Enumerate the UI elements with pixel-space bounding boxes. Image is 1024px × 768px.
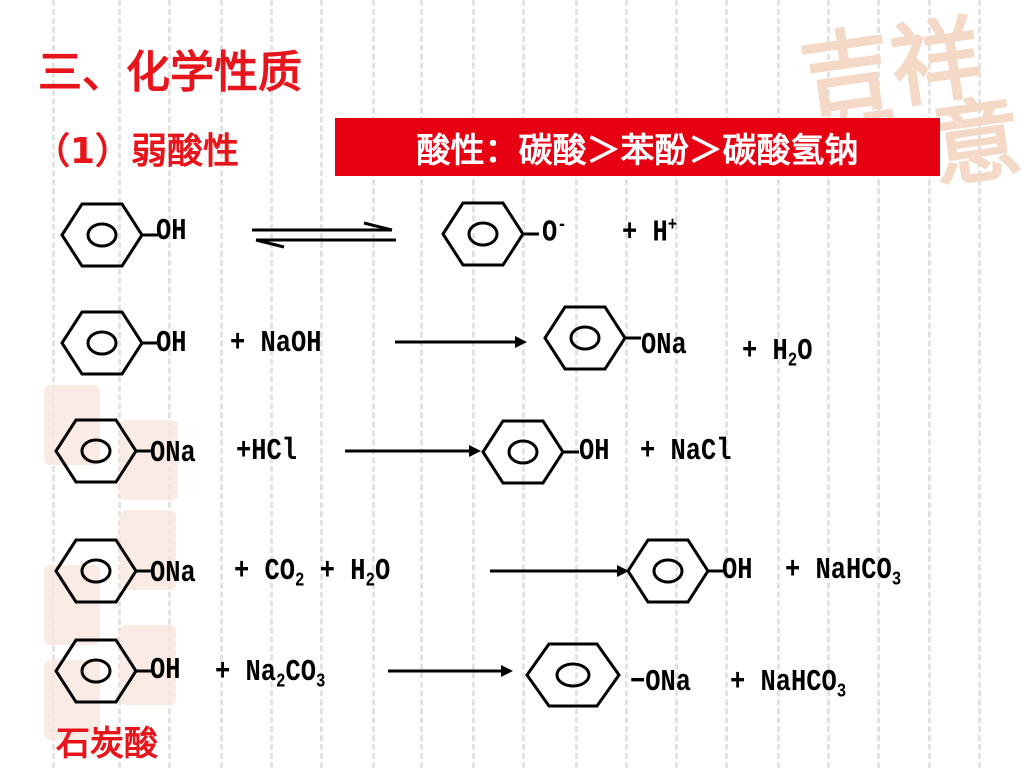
decorative-seal-small-image (120, 510, 176, 590)
reagent-label: + CO2 + H2O (234, 554, 391, 592)
acidity-banner: 酸性：碳酸＞苯酚＞碳酸氢钠 (335, 118, 940, 176)
benzene-ring-icon (481, 419, 579, 485)
phenol-group-label: OH (150, 653, 181, 688)
decorative-seal-small-image (44, 660, 100, 740)
reaction-arrow-icon (388, 665, 513, 677)
page-title: 三、化学性质 (38, 47, 302, 98)
benzene-ring-icon (441, 201, 539, 267)
equilibrium-arrow-icon (252, 221, 396, 249)
benzene-ring-icon (54, 638, 152, 704)
reaction-arrow-icon (345, 445, 481, 457)
phenol-group-label: OH (579, 434, 610, 469)
benzene-ring-icon (60, 202, 158, 268)
product-hydrogen-ion: + H+ (622, 214, 678, 251)
decorative-seal-small-image (120, 625, 176, 705)
sodium-phenoxide-label: ONa (150, 556, 196, 591)
product-bicarbonate-label: + NaHCO3 (785, 553, 902, 591)
reagent-label: + Na2CO3 (215, 655, 326, 693)
benzene-ring-icon (60, 310, 158, 376)
benzene-ring-icon (54, 538, 152, 604)
phenol-group-label: OH (156, 214, 187, 249)
reaction-arrow-icon (490, 565, 629, 577)
phenol-group-label: OH (722, 553, 753, 588)
product-bicarbonate-label: + NaHCO3 (730, 665, 847, 703)
sodium-phenoxide-label: ONa (150, 436, 196, 471)
phenol-group-label: OH (156, 326, 187, 361)
phenoxide-group-label: O- (542, 214, 567, 251)
sodium-phenoxide-label: −ONa (630, 665, 692, 700)
sodium-phenoxide-label: ONa (641, 328, 687, 363)
footer-label: 石炭酸 (56, 724, 158, 764)
product-water-label: + H2O (742, 334, 813, 372)
reaction-arrow-icon (395, 336, 527, 348)
benzene-ring-icon (543, 305, 641, 371)
benzene-ring-icon (54, 418, 152, 484)
reagent-label: +HCl (236, 434, 298, 469)
decorative-seal-small-image (44, 565, 100, 645)
product-salt-label: + NaCl (640, 434, 732, 469)
section-subtitle: （1）弱酸性 (34, 131, 240, 172)
reagent-label: + NaOH (230, 326, 322, 361)
benzene-ring-icon (525, 642, 621, 708)
benzene-ring-icon (626, 538, 724, 604)
